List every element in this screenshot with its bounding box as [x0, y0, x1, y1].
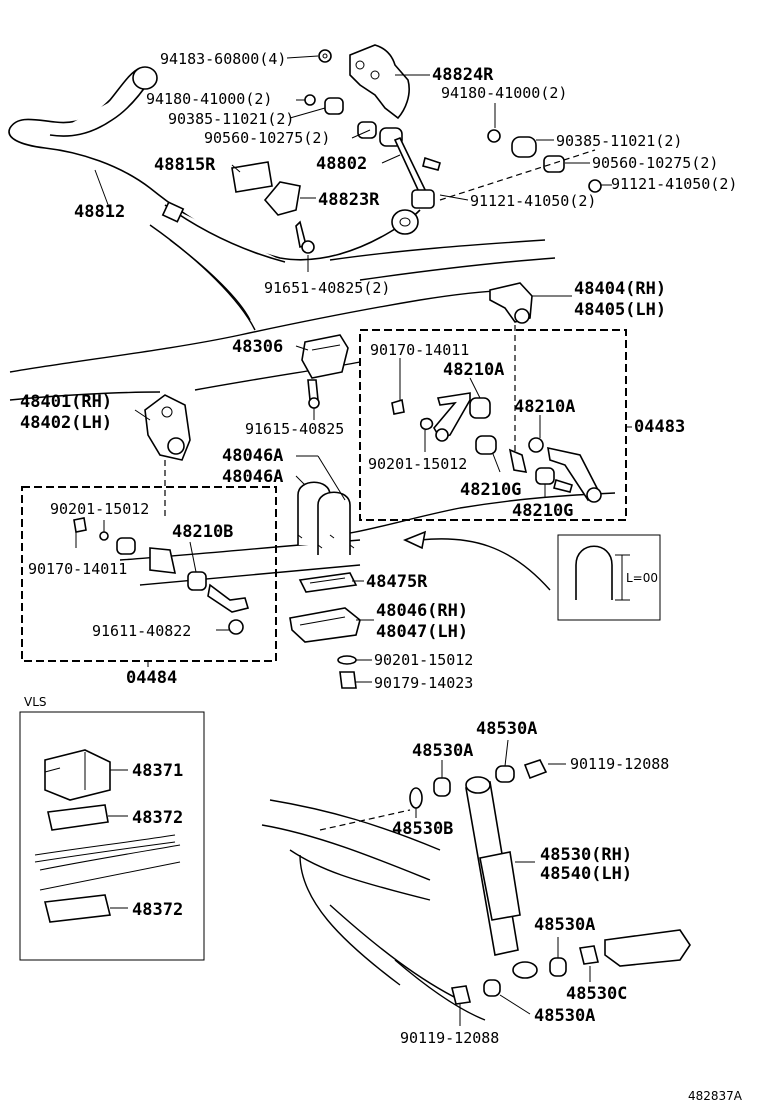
label-48046A-a: 48046A: [222, 446, 283, 466]
bracket-48824R: [318, 44, 410, 120]
label-48405: 48405(LH): [574, 300, 666, 320]
label-48046: 48046(RH): [376, 601, 468, 621]
label-48210B: 48210B: [172, 522, 233, 542]
bumper-48306: [301, 334, 349, 409]
label-48530A-c: 48530A: [534, 915, 595, 935]
label-04484: 04484: [126, 668, 177, 688]
vls-box: [19, 711, 205, 961]
bracket-48404: [489, 282, 533, 470]
label-vls: VLS: [24, 695, 47, 709]
kit-box-04484: [21, 486, 277, 667]
label-48306: 48306: [232, 337, 283, 357]
frame-outline: [9, 224, 616, 1021]
label-91121-41050-b: 91121-41050(2): [611, 175, 737, 193]
spring-seat-48475R: [298, 572, 358, 593]
label-90170-14011-b: 90170-14011: [28, 560, 127, 578]
stabilizer-bar-48812: [8, 66, 421, 263]
label-90201-15012-c: 90201-15012: [374, 651, 473, 669]
label-90170-14011-a: 90170-14011: [370, 341, 469, 359]
label-48210G-a: 48210G: [460, 480, 521, 500]
bracket-48401: [144, 394, 191, 520]
label-48210A-a: 48210A: [443, 360, 504, 380]
label-48047: 48047(LH): [376, 622, 468, 642]
label-90119-12088-a: 90119-12088: [570, 755, 669, 773]
label-48530A-a: 48530A: [476, 719, 537, 739]
u-bolt-length-inset: [402, 530, 661, 621]
label-90201-15012-a: 90201-15012: [368, 455, 467, 473]
label-48475R: 48475R: [366, 572, 428, 592]
label-48372-b: 48372: [132, 900, 183, 920]
label-48530C: 48530C: [566, 984, 627, 1004]
label-48815R: 48815R: [154, 155, 216, 175]
part-labels: 94183-60800(4) 48824R 94180-41000(2) 941…: [20, 50, 743, 1103]
label-90560-10275-b: 90560-10275(2): [592, 154, 718, 172]
label-94183-60800: 94183-60800(4): [160, 50, 286, 68]
label-48530: 48530(RH): [540, 845, 632, 865]
shock-absorber-48530: [319, 759, 691, 1005]
label-48540: 48540(LH): [540, 864, 632, 884]
label-48823R: 48823R: [318, 190, 380, 210]
label-48530A-b: 48530A: [412, 741, 473, 761]
label-91615-40825: 91615-40825: [245, 420, 344, 438]
link-48802: [393, 136, 441, 209]
shackle-parts: [391, 392, 602, 503]
spring-seat-48046: [289, 607, 361, 689]
label-91651-40825: 91651-40825(2): [264, 279, 390, 297]
clamp-48815R: [231, 161, 315, 254]
label-94180-41000-a: 94180-41000(2): [146, 90, 272, 108]
label-48210G-b: 48210G: [512, 501, 573, 521]
label-48210A-b: 48210A: [514, 397, 575, 417]
bushing-group-right: [439, 129, 602, 201]
label-48824R: 48824R: [432, 65, 494, 85]
label-48372-a: 48372: [132, 808, 183, 828]
label-90385-11021-b: 90385-11021(2): [556, 132, 682, 150]
label-48812: 48812: [74, 202, 125, 222]
label-90179-14023: 90179-14023: [374, 674, 473, 692]
kit-box-04483: [359, 329, 632, 521]
label-90560-10275-a: 90560-10275(2): [204, 129, 330, 147]
u-bolts-48046A: [297, 481, 355, 555]
label-90201-15012-b: 90201-15012: [50, 500, 149, 518]
label-48530B: 48530B: [392, 819, 453, 839]
label-48530A-d: 48530A: [534, 1006, 595, 1026]
shackle-pin-parts: [73, 517, 250, 635]
label-90385-11021-a: 90385-11021(2): [168, 110, 294, 128]
label-48802: 48802: [316, 154, 367, 174]
label-48404: 48404(RH): [574, 279, 666, 299]
label-48046A-b: 48046A: [222, 467, 283, 487]
figure-number: 482837A: [688, 1089, 743, 1103]
label-91611-40822: 91611-40822: [92, 622, 191, 640]
label-48401: 48401(RH): [20, 392, 112, 412]
label-length: L=00: [626, 571, 658, 585]
label-04483: 04483: [634, 417, 685, 437]
label-90119-12088-b: 90119-12088: [400, 1029, 499, 1047]
label-48371: 48371: [132, 761, 183, 781]
label-91121-41050-a: 91121-41050(2): [470, 192, 596, 210]
label-48402: 48402(LH): [20, 413, 112, 433]
label-94180-41000-b: 94180-41000(2): [441, 84, 567, 102]
leader-lines: [75, 55, 612, 1026]
